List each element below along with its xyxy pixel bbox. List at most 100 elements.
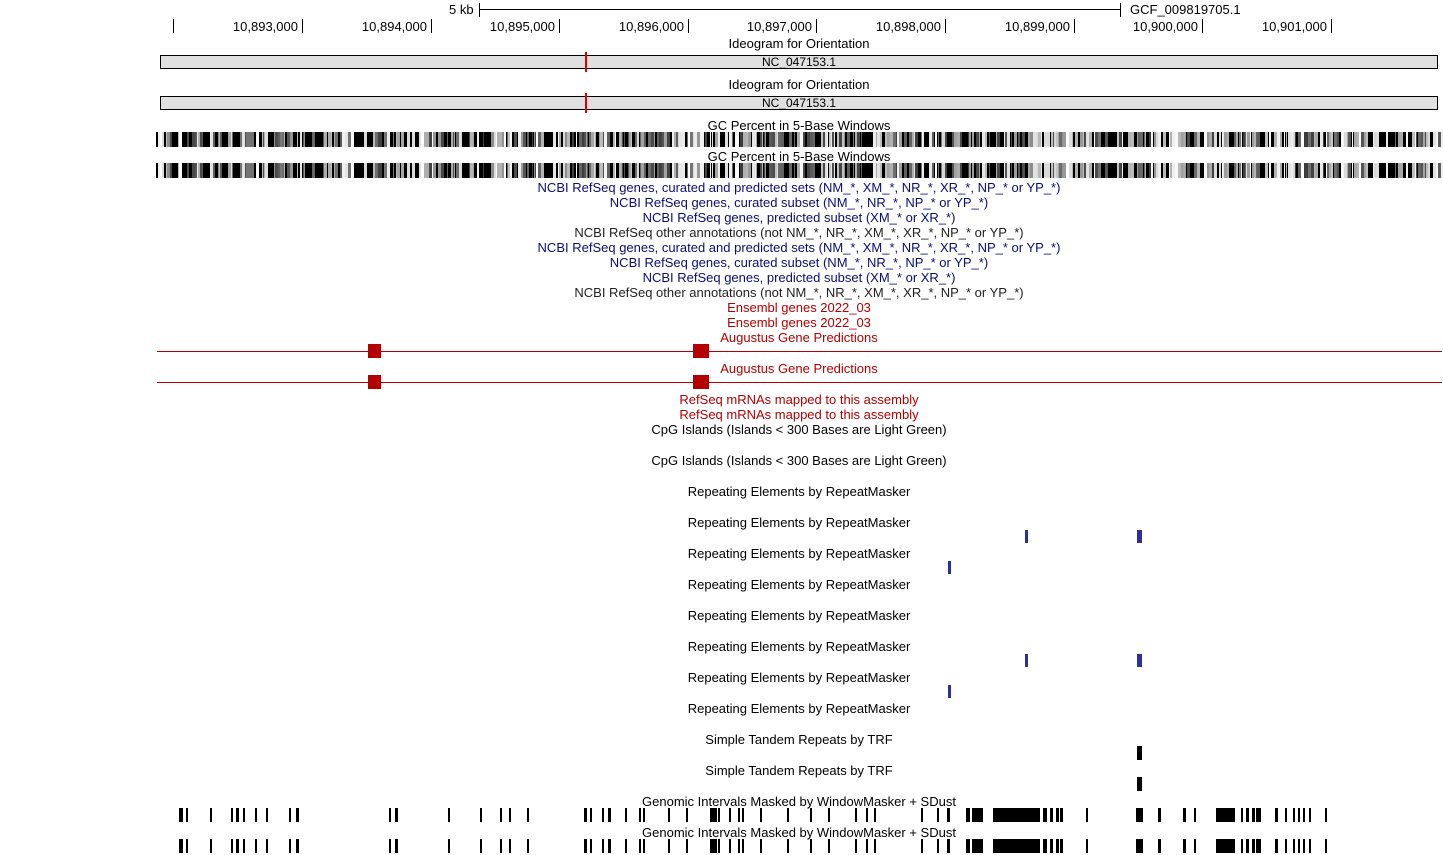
gc-window-bar bbox=[387, 132, 390, 147]
gc-window-bar bbox=[477, 163, 479, 178]
gc-window-bar bbox=[1217, 163, 1219, 178]
gc-window-bar bbox=[818, 163, 821, 178]
gc-window-bar bbox=[1251, 163, 1252, 178]
refseq-all-label[interactable]: NCBI RefSeq genes, curated and predicted… bbox=[537, 180, 1061, 195]
repeatmasker-label[interactable]: Repeating Elements by RepeatMasker bbox=[687, 484, 911, 499]
gc-window-bar bbox=[1241, 163, 1242, 178]
gc-track-label[interactable]: GC Percent in 5-Base Windows bbox=[707, 149, 891, 164]
repeatmasker-label[interactable]: Repeating Elements by RepeatMasker bbox=[687, 546, 911, 561]
gc-window-bar bbox=[766, 163, 769, 178]
gc-window-bar bbox=[1075, 132, 1078, 147]
refseq-predicted-label[interactable]: NCBI RefSeq genes, predicted subset (XM_… bbox=[642, 270, 956, 285]
augustus-exon[interactable] bbox=[693, 344, 709, 358]
gc-window-bar bbox=[1242, 163, 1243, 178]
augustus-exon[interactable] bbox=[693, 375, 709, 389]
ideogram-bar[interactable]: NC_047153.1 bbox=[160, 52, 1438, 72]
augustus-exon[interactable] bbox=[368, 375, 381, 389]
ideogram-bar[interactable]: NC_047153.1 bbox=[160, 93, 1438, 113]
gc-window-bar bbox=[1095, 163, 1098, 178]
windowmasker-label[interactable]: Genomic Intervals Masked by WindowMasker… bbox=[642, 825, 956, 840]
gc-window-bar bbox=[390, 132, 393, 147]
gc-window-bar bbox=[1368, 132, 1369, 147]
gc-window-bar bbox=[945, 132, 947, 147]
gc-window-bar bbox=[929, 132, 932, 147]
refseq-mrna-label[interactable]: RefSeq mRNAs mapped to this assembly bbox=[679, 392, 919, 407]
tandem-repeat[interactable] bbox=[1137, 746, 1142, 760]
gc-window-bar bbox=[1051, 132, 1053, 147]
ensembl-label[interactable]: Ensembl genes 2022_03 bbox=[727, 315, 871, 330]
gc-window-bar bbox=[813, 163, 815, 178]
gc-window-bar bbox=[1012, 163, 1013, 178]
gc-window-bar bbox=[1028, 163, 1030, 178]
repeat-element[interactable] bbox=[948, 685, 951, 698]
gc-window-bar bbox=[210, 132, 211, 147]
refseq-curated-label[interactable]: NCBI RefSeq genes, curated subset (NM_*,… bbox=[609, 195, 989, 210]
refseq-other-label[interactable]: NCBI RefSeq other annotations (not NM_*,… bbox=[574, 225, 1024, 240]
repeatmasker-label[interactable]: Repeating Elements by RepeatMasker bbox=[687, 577, 911, 592]
refseq-mrna-label[interactable]: RefSeq mRNAs mapped to this assembly bbox=[679, 407, 919, 422]
masked-interval bbox=[787, 839, 789, 853]
gc-window-bar bbox=[715, 163, 718, 178]
gc-window-bar bbox=[280, 132, 283, 147]
gc-window-bar bbox=[815, 132, 818, 147]
gc-window-bar bbox=[1050, 132, 1051, 147]
augustus-label[interactable]: Augustus Gene Predictions bbox=[720, 330, 878, 345]
cpg-label[interactable]: CpG Islands (Islands < 300 Bases are Lig… bbox=[651, 422, 947, 437]
augustus-intron-line[interactable] bbox=[157, 351, 1442, 352]
repeat-element[interactable] bbox=[1025, 654, 1028, 667]
repeat-element[interactable] bbox=[1025, 530, 1028, 543]
gc-window-bar bbox=[1315, 132, 1318, 147]
gc-window-bar bbox=[469, 163, 470, 178]
gc-window-bar bbox=[518, 163, 521, 178]
gc-window-bar bbox=[594, 132, 595, 147]
tandem-repeat[interactable] bbox=[1137, 777, 1142, 791]
repeat-element[interactable] bbox=[1137, 530, 1142, 543]
gc-window-bar bbox=[1246, 163, 1247, 178]
refseq-curated-label[interactable]: NCBI RefSeq genes, curated subset (NM_*,… bbox=[609, 255, 989, 270]
repeatmasker-label[interactable]: Repeating Elements by RepeatMasker bbox=[687, 608, 911, 623]
gc-window-bar bbox=[1251, 132, 1252, 147]
augustus-label[interactable]: Augustus Gene Predictions bbox=[720, 361, 878, 376]
gc-window-bar bbox=[839, 163, 842, 178]
trf-label[interactable]: Simple Tandem Repeats by TRF bbox=[705, 732, 893, 747]
gc-window-bar bbox=[604, 132, 607, 147]
gc-window-bar bbox=[574, 163, 576, 178]
ensembl-label[interactable]: Ensembl genes 2022_03 bbox=[727, 300, 871, 315]
trf-label[interactable]: Simple Tandem Repeats by TRF bbox=[705, 763, 893, 778]
refseq-predicted-label[interactable]: NCBI RefSeq genes, predicted subset (XM_… bbox=[642, 210, 956, 225]
augustus-exon[interactable] bbox=[368, 344, 381, 358]
cpg-label[interactable]: CpG Islands (Islands < 300 Bases are Lig… bbox=[651, 453, 947, 468]
gc-window-bar bbox=[679, 163, 682, 178]
augustus-intron-line[interactable] bbox=[157, 382, 1442, 383]
ideogram-title[interactable]: Ideogram for Orientation bbox=[728, 77, 870, 92]
gc-window-bar bbox=[623, 132, 624, 147]
masked-interval bbox=[1256, 839, 1261, 853]
gc-window-bar bbox=[1007, 132, 1010, 147]
gc-window-bar bbox=[415, 132, 416, 147]
scale-bar bbox=[479, 9, 1120, 10]
repeat-element[interactable] bbox=[1137, 654, 1142, 667]
gc-window-bar bbox=[1125, 163, 1128, 178]
repeatmasker-label[interactable]: Repeating Elements by RepeatMasker bbox=[687, 701, 911, 716]
gc-window-bar bbox=[1204, 132, 1207, 147]
repeatmasker-label[interactable]: Repeating Elements by RepeatMasker bbox=[687, 515, 911, 530]
repeatmasker-label[interactable]: Repeating Elements by RepeatMasker bbox=[687, 639, 911, 654]
masked-interval bbox=[874, 808, 876, 822]
gc-window-bar bbox=[800, 163, 803, 178]
ruler-position-label: 10,897,000 bbox=[746, 19, 812, 34]
refseq-all-label[interactable]: NCBI RefSeq genes, curated and predicted… bbox=[537, 240, 1061, 255]
repeat-element[interactable] bbox=[948, 561, 951, 574]
repeatmasker-label[interactable]: Repeating Elements by RepeatMasker bbox=[687, 670, 911, 685]
gc-window-bar bbox=[1038, 163, 1041, 178]
ideogram-title[interactable]: Ideogram for Orientation bbox=[728, 36, 870, 51]
gc-track-label[interactable]: GC Percent in 5-Base Windows bbox=[707, 118, 891, 133]
gc-window-bar bbox=[197, 163, 198, 178]
windowmasker-label[interactable]: Genomic Intervals Masked by WindowMasker… bbox=[642, 794, 956, 809]
gc-window-bar bbox=[1007, 163, 1010, 178]
refseq-other-label[interactable]: NCBI RefSeq other annotations (not NM_*,… bbox=[574, 285, 1024, 300]
gc-window-bar bbox=[942, 132, 945, 147]
